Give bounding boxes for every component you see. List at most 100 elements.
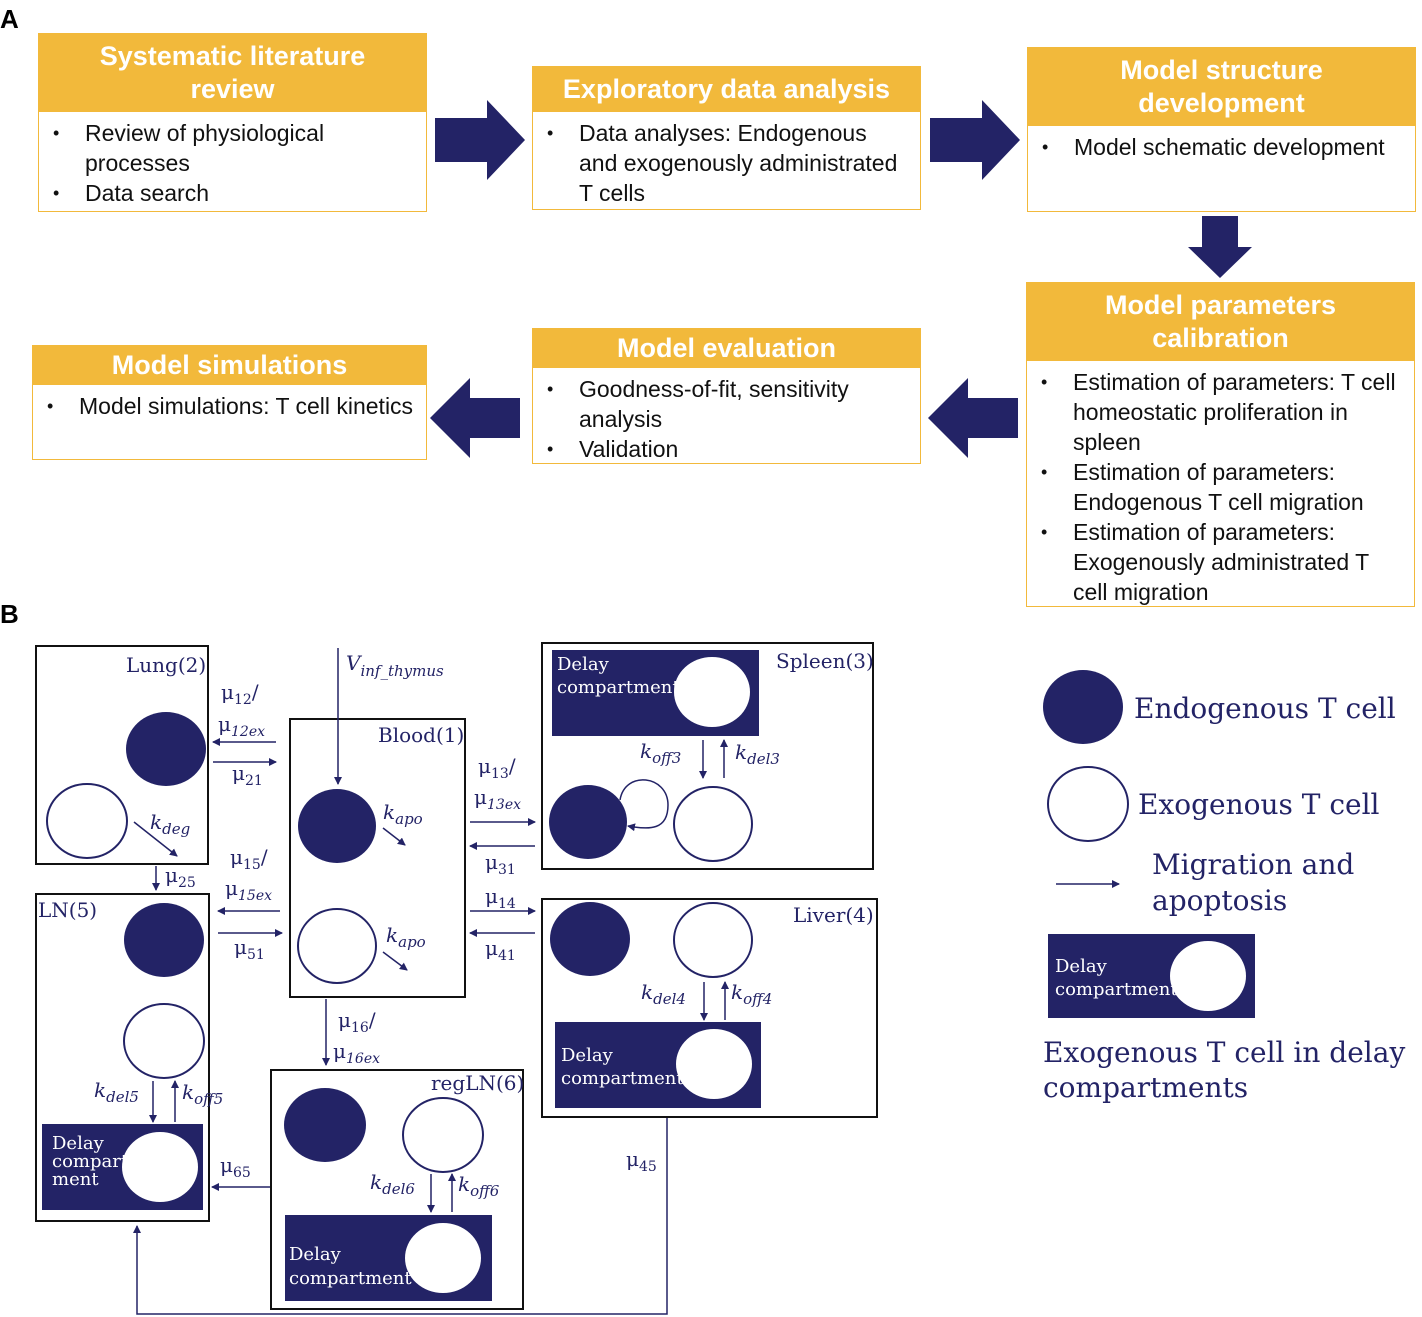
flow-arrow-right-1 <box>435 100 525 180</box>
rate-mu12: μ12/ <box>221 680 259 708</box>
step-bullet: Data search <box>53 178 416 208</box>
rate-koff6: koff6 <box>458 1172 500 1200</box>
exogenous-cell <box>402 1097 484 1173</box>
liver-compartment <box>541 898 878 1118</box>
flow-arrow-right-2 <box>930 100 1020 180</box>
step-bullet: Estimation of parameters: Endogenous T c… <box>1041 457 1404 517</box>
step-bullet: Data analyses: Endogenous and exogenousl… <box>547 118 910 208</box>
ln-label: LN(5) <box>38 898 97 922</box>
step-bullet: Goodness-of-fit, sensitivity analysis <box>547 374 910 434</box>
flow-arrow-left-2 <box>430 378 520 458</box>
endogenous-cell <box>549 785 627 859</box>
rate-kdel4: kdel4 <box>641 980 686 1008</box>
step-literature-review: Systematic literature review Review of p… <box>38 33 427 212</box>
endogenous-cell <box>126 712 206 786</box>
step-title: Model structure development <box>1028 48 1415 126</box>
step-title: Model parameters calibration <box>1027 283 1414 361</box>
exogenous-cell <box>674 657 750 727</box>
rate-mu13: μ13/ <box>478 754 516 782</box>
rate-kapo-exo: kapo <box>386 923 426 951</box>
exogenous-cell <box>46 783 128 859</box>
legend-endogenous-label: Endogenous T cell <box>1134 692 1396 725</box>
exogenous-cell <box>122 1132 198 1202</box>
rate-kdel5: kdel5 <box>94 1078 139 1106</box>
regln-label: regLN(6) <box>431 1071 524 1095</box>
endogenous-cell <box>298 789 376 863</box>
blood-label: Blood(1) <box>378 723 464 747</box>
rate-mu16ex: μ16ex <box>333 1039 380 1067</box>
rate-v-inf: Vinf_thymus <box>346 651 444 680</box>
exogenous-cell <box>405 1223 481 1293</box>
flow-arrow-down <box>1188 216 1252 278</box>
spleen-compartment <box>541 642 874 870</box>
rate-kdel3: kdel3 <box>735 740 780 768</box>
liver-label: Liver(4) <box>793 903 874 927</box>
step-title: Exploratory data analysis <box>533 67 920 112</box>
rate-kdel6: kdel6 <box>370 1170 415 1198</box>
step-title: Model evaluation <box>533 329 920 368</box>
legend-migration-label: Migration and apoptosis <box>1152 848 1363 917</box>
exogenous-cell <box>673 786 753 862</box>
rate-mu21: μ21 <box>232 761 263 789</box>
lung-compartment <box>35 645 209 865</box>
legend-exogenous-label: Exogenous T cell <box>1138 788 1380 821</box>
step-bullet: Model simulations: T cell kinetics <box>47 391 416 421</box>
regln-compartment <box>270 1069 524 1310</box>
exogenous-cell <box>673 902 753 978</box>
panel-a-label: A <box>0 4 19 34</box>
blood-compartment <box>289 718 466 998</box>
rate-kapo-endo: kapo <box>383 800 423 828</box>
ln-compartment <box>35 893 210 1222</box>
rate-mu31: μ31 <box>485 850 516 878</box>
lung-label: Lung(2) <box>126 653 206 677</box>
step-model-evaluation: Model evaluation Goodness-of-fit, sensit… <box>532 328 921 464</box>
flow-arrow-left-1 <box>928 378 1018 458</box>
legend-delay-label: Delay compartment <box>1055 956 1178 1000</box>
rate-mu15: μ15/ <box>230 845 268 873</box>
step-bullet: Estimation of parameters: Exogenously ad… <box>1041 517 1404 607</box>
rate-koff4: koff4 <box>731 980 772 1008</box>
exogenous-cell <box>1170 941 1246 1011</box>
mu45-path <box>133 1118 668 1315</box>
rate-mu65: μ65 <box>220 1153 251 1181</box>
proliferation-loop <box>619 779 669 832</box>
rate-mu41: μ41 <box>485 936 516 964</box>
step-title: Model simulations <box>33 346 426 385</box>
rate-koff5: koff5 <box>182 1080 223 1108</box>
rate-mu13ex: μ13ex <box>474 785 521 813</box>
rate-mu25: μ25 <box>165 863 196 891</box>
exogenous-cell <box>123 1003 205 1079</box>
rate-mu12ex: μ12ex <box>218 712 265 740</box>
step-bullet: Estimation of parameters: T cell homeost… <box>1041 367 1404 457</box>
step-bullet: Review of physiological processes <box>53 118 416 178</box>
endogenous-cell <box>550 902 630 976</box>
step-exploratory-analysis: Exploratory data analysis Data analyses:… <box>532 66 921 210</box>
rate-kdeg: kdeg <box>150 810 190 838</box>
endogenous-cell <box>124 903 204 977</box>
rate-mu45: μ45 <box>626 1147 657 1175</box>
exogenous-cell <box>676 1029 752 1099</box>
legend-exogenous-cell <box>1047 766 1129 842</box>
panel-b-label: B <box>0 599 19 629</box>
legend-delay-caption: Exogenous T cell in delay compartments <box>1043 1036 1414 1104</box>
rate-mu15ex: μ15ex <box>225 876 272 904</box>
step-model-structure: Model structure development Model schema… <box>1027 47 1416 212</box>
rate-koff3: koff3 <box>640 739 681 767</box>
delay-label-ln: Delay compart ment <box>52 1133 134 1190</box>
step-model-simulations: Model simulations Model simulations: T c… <box>32 345 427 460</box>
endogenous-cell <box>284 1088 366 1162</box>
rate-mu51: μ51 <box>234 935 265 963</box>
step-parameter-calibration: Model parameters calibration Estimation … <box>1026 282 1415 607</box>
rate-mu16: μ16/ <box>338 1008 376 1036</box>
step-bullet: Validation <box>547 434 910 464</box>
spleen-label: Spleen(3) <box>776 649 874 673</box>
exogenous-cell <box>297 908 377 984</box>
rate-mu14: μ14 <box>485 884 516 912</box>
step-title: Systematic literature review <box>39 34 426 112</box>
legend-endogenous-cell <box>1043 670 1123 744</box>
step-bullet: Model schematic development <box>1042 132 1405 162</box>
